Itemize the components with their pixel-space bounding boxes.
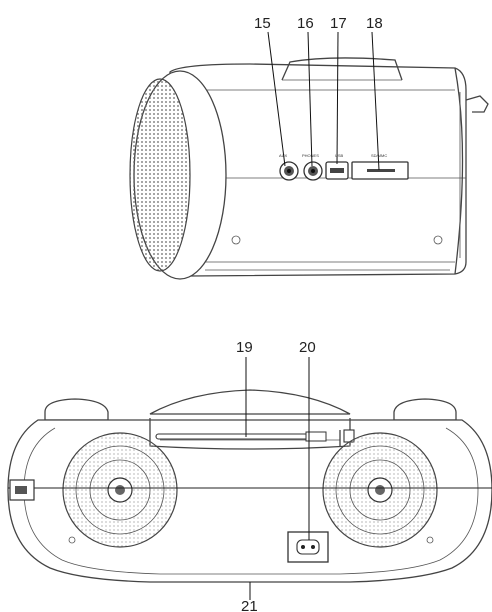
- speaker-grille: [129, 78, 191, 272]
- antenna-recess: [149, 418, 351, 450]
- side-skirt: [196, 261, 455, 271]
- side-top-handle: [281, 57, 403, 81]
- back-view: 19 20 21: [7, 339, 492, 612]
- sd-label: SD/MMC: [371, 153, 387, 158]
- callout-18: 18: [366, 15, 383, 32]
- sd-card-icon: [351, 161, 409, 180]
- callout-17: 17: [330, 15, 347, 32]
- usb-label: USB: [335, 153, 344, 158]
- callout-21: 21: [241, 598, 258, 612]
- ac-socket: [287, 531, 329, 563]
- callout-20: 20: [299, 339, 316, 356]
- aux-jack: [279, 161, 299, 181]
- callout-15: 15: [254, 15, 271, 32]
- phones-label: PHONES: [302, 153, 319, 158]
- side-handle-stub: [465, 95, 489, 113]
- left-top-knob: [44, 398, 109, 421]
- side-view: AUX PHONES USB SD/MMC: [129, 15, 489, 280]
- back-top-dome: [149, 389, 351, 415]
- callout-19: 19: [236, 339, 253, 356]
- callout-16: 16: [297, 15, 314, 32]
- right-top-knob: [393, 398, 457, 421]
- right-speaker: [322, 432, 438, 548]
- side-latch: [9, 479, 35, 501]
- usb-icon: [325, 161, 349, 180]
- headphones-icon: [303, 161, 323, 181]
- left-speaker: [62, 432, 178, 548]
